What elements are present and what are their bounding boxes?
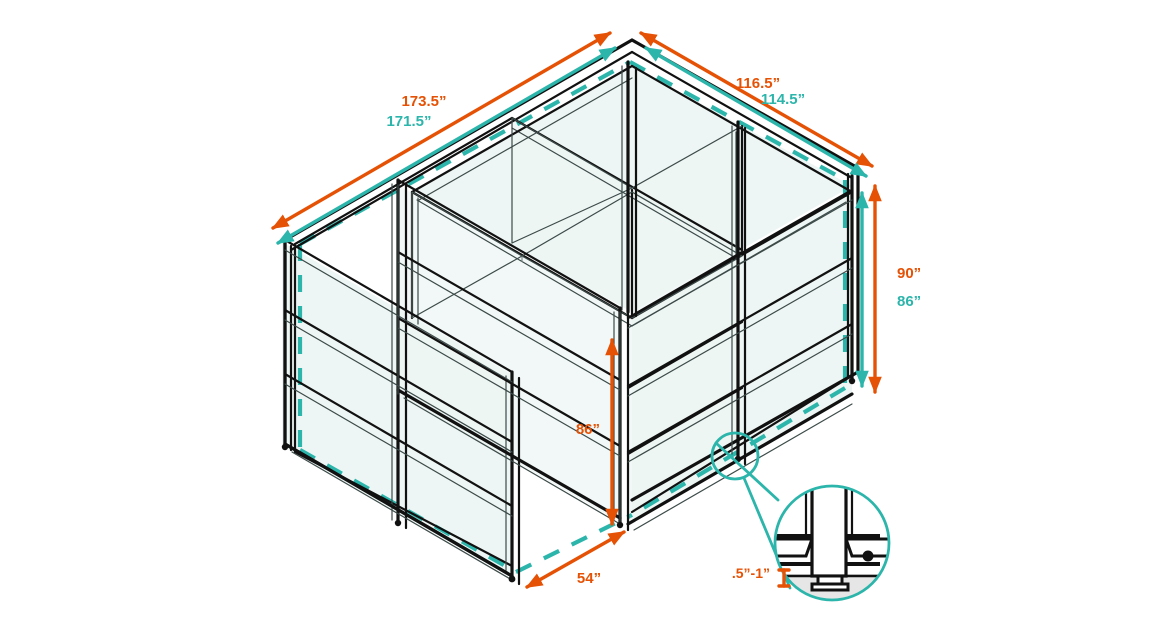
dim-length-inner-label: 171.5” bbox=[386, 113, 431, 130]
dim-depth-outer-label: 116.5” bbox=[736, 75, 780, 92]
leveler-foot-detail-view: .5”-1” bbox=[732, 484, 891, 602]
dim-height-inner-label: 86” bbox=[897, 293, 921, 310]
dim-height-outer-label: 90” bbox=[897, 265, 921, 282]
floor-nodes bbox=[281, 377, 856, 583]
dim-depth-inner-label: 114.5” bbox=[761, 91, 805, 108]
dim-module-width-label: 54” bbox=[577, 570, 601, 587]
left-wall-rails bbox=[283, 178, 622, 581]
dimension-depth: 116.5” 114.5” bbox=[639, 31, 874, 178]
dimension-height-right: 90” 86” bbox=[855, 184, 921, 394]
dimension-height-panel: 86” bbox=[576, 338, 619, 526]
dimension-length: 173.5” 171.5” bbox=[271, 31, 617, 245]
dim-panel-height-label: 86” bbox=[576, 421, 600, 438]
dim-leveler-range-label: .5”-1” bbox=[732, 565, 770, 581]
detail-magnifier-circle bbox=[773, 484, 891, 602]
dimension-module-width: 54” bbox=[525, 530, 626, 589]
detail-callout[interactable]: .5”-1” bbox=[710, 431, 894, 604]
post-base-circle bbox=[710, 431, 760, 481]
dim-length-outer-label: 173.5” bbox=[401, 93, 446, 110]
